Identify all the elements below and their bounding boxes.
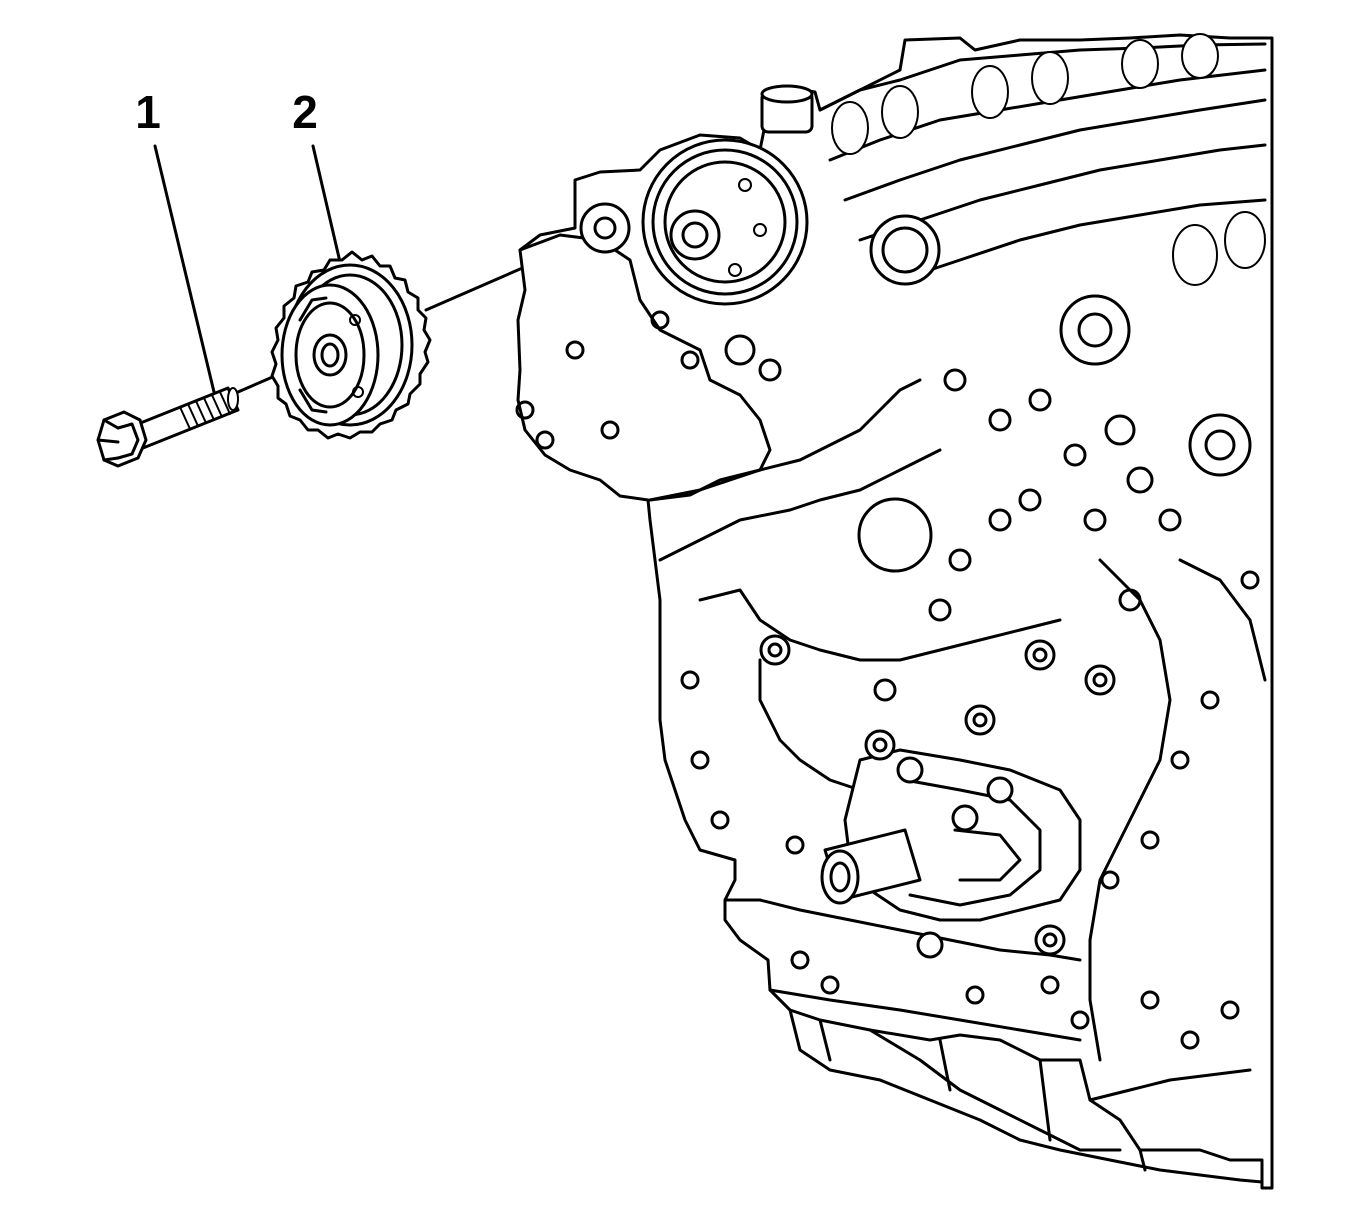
water-pump [820,729,1082,959]
engine-block [516,33,1274,1190]
leader-line-2 [311,144,342,264]
installed-cam-sprocket [641,138,809,306]
callout-label-1: 1 [135,86,161,138]
sprocket-bolt [96,386,240,468]
cylinder-head [760,33,1267,286]
engine-bolt-holes [515,214,1260,1050]
cam-bore-boss [579,202,631,254]
leader-line-1 [153,144,216,394]
callout-label-2: 2 [292,86,318,138]
oil-pan [768,988,1264,1184]
cam-sprocket [270,250,432,440]
